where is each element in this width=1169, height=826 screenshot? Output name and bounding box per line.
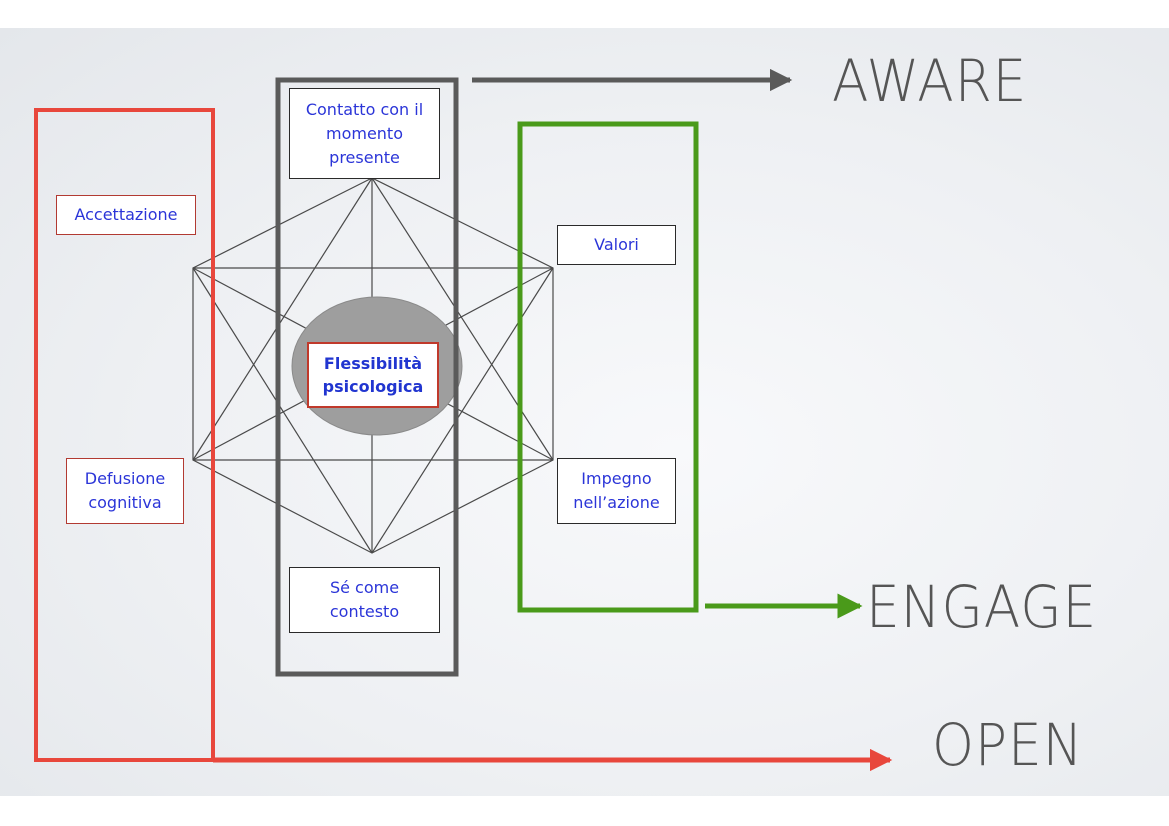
box-impegno-azione: Impegno nell’azione <box>557 458 676 524</box>
slide-background <box>0 28 1169 796</box>
box-contatto-momento-presente: Contatto con il momento presente <box>289 88 440 179</box>
open-frame <box>34 108 215 762</box>
box-impegno-label: Impegno nell’azione <box>573 469 660 512</box>
engage-frame <box>517 121 699 613</box>
aware-frame <box>275 77 459 677</box>
box-valori-label: Valori <box>594 235 639 254</box>
box-flessibilita-label: Flessibilità psicologica <box>322 354 424 396</box>
box-flessibilita-psicologica: Flessibilità psicologica <box>307 342 439 408</box>
box-accettazione-label: Accettazione <box>74 205 178 224</box>
box-se-come-contesto-label: Sé come contesto <box>329 578 400 621</box>
hexaflex-connector-lines <box>192 177 554 554</box>
box-contatto-label: Contatto con il momento presente <box>305 99 424 167</box>
box-defusione-label: Defusione cognitiva <box>84 469 166 512</box>
box-valori: Valori <box>557 225 676 265</box>
open-label: OPEN <box>932 711 1084 779</box>
aware-label: AWARE <box>832 47 1028 115</box>
box-accettazione: Accettazione <box>56 195 196 235</box>
box-defusione-cognitiva: Defusione cognitiva <box>66 458 184 524</box>
engage-label: ENGAGE <box>866 573 1098 641</box>
box-se-come-contesto: Sé come contesto <box>289 567 440 633</box>
